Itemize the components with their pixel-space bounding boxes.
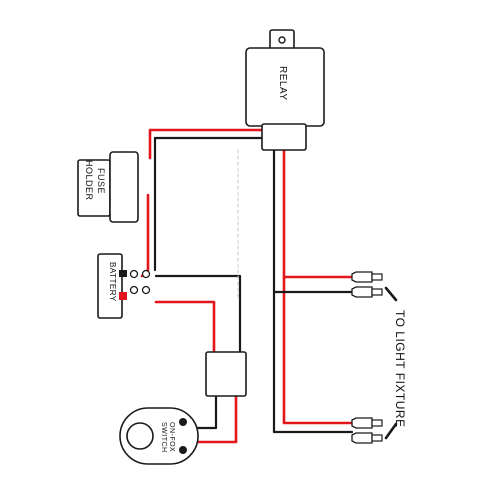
wires — [140, 128, 354, 444]
spade-connector — [351, 432, 383, 444]
switch-screw-2 — [179, 446, 187, 454]
spade-blade — [371, 273, 383, 281]
wire-relay-to-connector — [153, 136, 270, 272]
ring-terminal-2 — [141, 269, 151, 279]
spade-blade — [371, 419, 383, 427]
relay-label: RELAY — [277, 66, 288, 101]
wire-fuse-to-battery — [140, 193, 150, 278]
spade-connector — [351, 417, 383, 429]
wire-switch-black — [193, 394, 218, 430]
relay: RELAY — [245, 29, 325, 151]
ring-terminal-1 — [129, 269, 139, 279]
spade-connector — [351, 271, 383, 283]
spade-connector — [351, 286, 383, 298]
spade-sleeve — [351, 271, 373, 283]
spade-sleeve — [351, 432, 373, 444]
spade-sleeve — [351, 417, 373, 429]
switch-screw-1 — [179, 418, 187, 426]
fixture-pointer-upper — [384, 286, 398, 302]
relay-tab-hole — [278, 36, 286, 44]
to-light-fixture-label: TO LIGHT FIXTURE — [393, 310, 407, 428]
connector-block-body — [205, 351, 247, 397]
wire-output-trunk — [282, 148, 354, 425]
switch-housing — [119, 407, 199, 465]
wire-switch-red — [193, 394, 238, 444]
rocker-switch: ON-FOX SWITCH — [119, 407, 199, 465]
fixture-pointer-lower — [384, 422, 398, 440]
battery-label: BATTERY — [108, 262, 117, 302]
wire-relay-to-fuse — [148, 128, 278, 160]
fuse-holder: FUSE HOLDER — [77, 151, 139, 223]
switch-label-line2: SWITCH — [160, 422, 167, 453]
switch-label-line1: ON-FOX — [168, 422, 175, 452]
switch-button — [126, 422, 154, 450]
spade-blade — [371, 288, 383, 296]
fuse-holder-label-line1: FUSE — [96, 168, 106, 194]
spade-sleeve — [351, 286, 373, 298]
battery-positive-terminal — [119, 292, 127, 300]
battery: BATTERY — [97, 253, 151, 319]
relay-base — [261, 123, 307, 151]
ring-terminal-3 — [129, 285, 139, 295]
connector-block — [205, 351, 247, 397]
battery-plate — [97, 253, 123, 319]
battery-negative-terminal — [119, 270, 127, 277]
fuse-holder-label-line2: HOLDER — [84, 160, 94, 201]
ring-terminal-4 — [141, 285, 151, 295]
fuse-holder-body — [109, 151, 139, 223]
light-fixture-connectors: TO LIGHT FIXTURE — [351, 271, 407, 444]
wire-battery-ground — [154, 274, 242, 354]
wire-battery-to-switch-box — [154, 300, 216, 354]
spade-blade — [371, 434, 383, 442]
wire-ground-trunk — [272, 148, 354, 434]
